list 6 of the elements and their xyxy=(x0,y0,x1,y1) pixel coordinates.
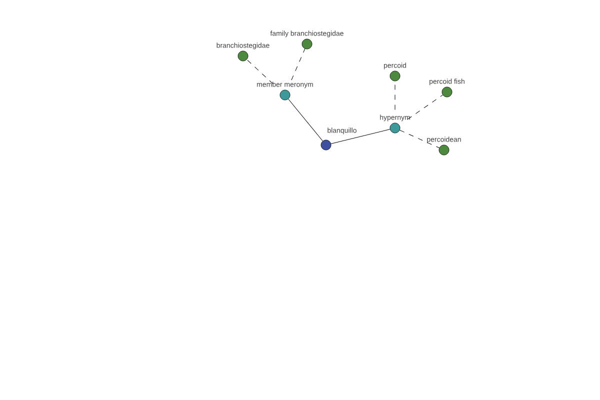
connector-line xyxy=(246,59,274,84)
connector-line xyxy=(407,94,443,120)
connector-line xyxy=(400,130,440,148)
connector-line xyxy=(330,129,390,144)
connector-line xyxy=(291,48,306,80)
connector-line xyxy=(288,98,323,142)
